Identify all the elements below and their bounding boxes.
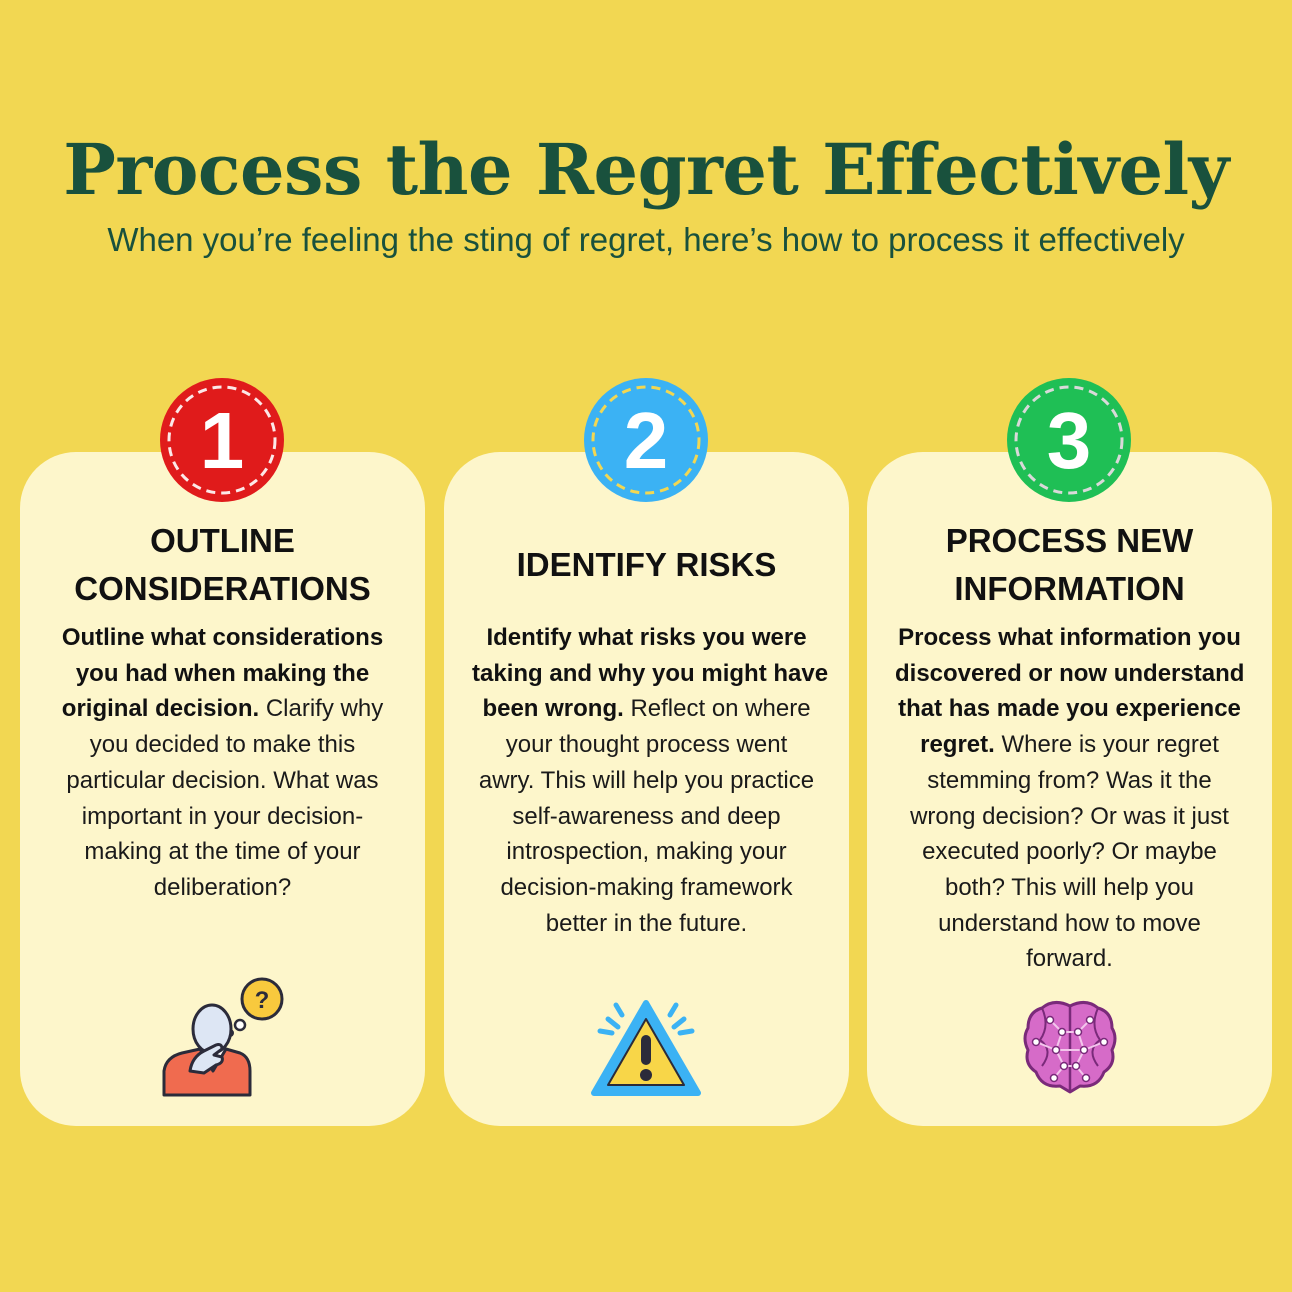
step-3-heading-line: INFORMATION — [954, 570, 1185, 607]
brain-icon — [1020, 996, 1120, 1096]
body-line-bold: regret. — [920, 731, 995, 759]
step-card-1: OUTLINE CONSIDERATIONS Outline what cons… — [20, 452, 425, 1126]
body-line-bold: you had when making the — [75, 659, 370, 687]
body-line: important in your decision- — [48, 799, 397, 835]
body-line: taking and why you might have — [472, 656, 828, 692]
body-line: Identify what risks you were — [472, 620, 821, 656]
body-line-text: self-awareness and deep — [512, 802, 781, 830]
body-line: better in the future. — [472, 906, 821, 942]
page-title: Process the Regret Effectively — [63, 128, 1229, 211]
badge-3-circle — [1007, 378, 1131, 502]
body-line-text: wrong decision? Or was it just — [910, 802, 1229, 830]
body-line-text: you decided to make this — [89, 731, 356, 759]
body-line: both? This will help you — [895, 870, 1244, 906]
thinking-person-icon: ? — [160, 975, 286, 1099]
body-line-bold: Identify what risks you were — [486, 624, 807, 651]
body-line: you decided to make this — [48, 727, 397, 763]
body-line: Outline what considerations — [48, 620, 397, 656]
body-line-bold: that has made you experience — [898, 695, 1241, 723]
body-line-text: introspection, making your — [506, 838, 787, 866]
step-1-heading-line: OUTLINE — [150, 522, 295, 559]
body-line: that has made you experience — [895, 691, 1244, 727]
step-3-number-badge: 3 — [1005, 376, 1133, 504]
body-line-bold: discovered or now understand — [895, 659, 1245, 687]
step-3-number: 3 — [1047, 396, 1092, 485]
body-line: awry. This will help you practice — [472, 763, 821, 799]
badge-1-circle — [160, 378, 284, 502]
body-line: discovered or now understand — [895, 656, 1244, 692]
body-line: regret. Where is your regret — [895, 727, 1244, 763]
step-2-body: Identify what risks you were taking and w… — [472, 620, 828, 942]
step-1-number-badge: 1 — [158, 376, 286, 504]
step-1-number: 1 — [200, 396, 245, 485]
body-line-text: your thought process went — [505, 731, 788, 759]
body-line-text: deliberation? — [153, 873, 292, 901]
body-line-bold: Outline what considerations — [61, 624, 384, 651]
step-2-heading-line: IDENTIFY RISKS — [516, 546, 777, 583]
body-line-text: stemming from? Was it the — [927, 766, 1212, 794]
badge-2-circle — [584, 378, 708, 502]
body-line: making at the time of your — [48, 834, 397, 870]
step-1-heading-line: CONSIDERATIONS — [74, 570, 371, 607]
body-line-text: forward. — [1026, 945, 1113, 973]
body-line: executed poorly? Or maybe — [895, 834, 1244, 870]
body-line: particular decision. What was — [48, 763, 397, 799]
body-line: self-awareness and deep — [472, 799, 821, 835]
step-3-body: Process what information you discovered o… — [895, 620, 1244, 977]
body-line-bold: taking and why you might have — [472, 659, 829, 687]
body-line-text: better in the future. — [545, 909, 748, 937]
body-line: deliberation? — [48, 870, 397, 906]
body-line: stemming from? Was it the — [895, 763, 1244, 799]
body-line-text: executed poorly? Or maybe — [922, 838, 1217, 866]
body-line-text: particular decision. What was — [66, 766, 379, 794]
body-line-text: awry. This will help you practice — [478, 766, 815, 794]
warning-icon — [588, 997, 704, 1099]
body-line-text: understand how to move — [938, 909, 1201, 937]
body-line-text: Where is your regret — [994, 731, 1219, 759]
step-3-heading: PROCESS NEW INFORMATION — [867, 517, 1272, 613]
body-line-text: decision-making framework — [500, 873, 793, 901]
body-line: introspection, making your — [472, 834, 821, 870]
body-line: been wrong. Reflect on where — [472, 691, 821, 727]
body-line-bold: Process what information you — [898, 624, 1241, 651]
page-subtitle: When you’re feeling the sting of regret,… — [107, 221, 1185, 258]
body-line-text: Reflect on where — [623, 695, 811, 723]
step-2-number-badge: 2 — [582, 376, 710, 504]
body-line: original decision. Clarify why — [48, 691, 397, 727]
body-line-bold: original decision. — [61, 695, 260, 723]
step-2-heading: IDENTIFY RISKS — [444, 541, 849, 589]
body-line: understand how to move — [895, 906, 1244, 942]
body-line-text: making at the time of your — [84, 838, 361, 866]
body-line-text: both? This will help you — [944, 873, 1195, 901]
svg-text:?: ? — [255, 987, 270, 1014]
step-1-heading: OUTLINE CONSIDERATIONS — [20, 517, 425, 613]
body-line-text: Clarify why — [259, 695, 384, 723]
body-line: Process what information you — [895, 620, 1244, 656]
step-3-heading-line: PROCESS NEW — [945, 522, 1194, 559]
body-line: you had when making the — [48, 656, 397, 692]
body-line-text: important in your decision- — [81, 802, 364, 830]
body-line: forward. — [895, 941, 1244, 977]
body-line: decision-making framework — [472, 870, 821, 906]
body-line-bold: been wrong. — [482, 695, 624, 723]
body-line: wrong decision? Or was it just — [895, 799, 1244, 835]
body-line: your thought process went — [472, 727, 821, 763]
step-2-number: 2 — [624, 396, 669, 485]
step-1-body: Outline what considerations you had when … — [48, 620, 397, 906]
